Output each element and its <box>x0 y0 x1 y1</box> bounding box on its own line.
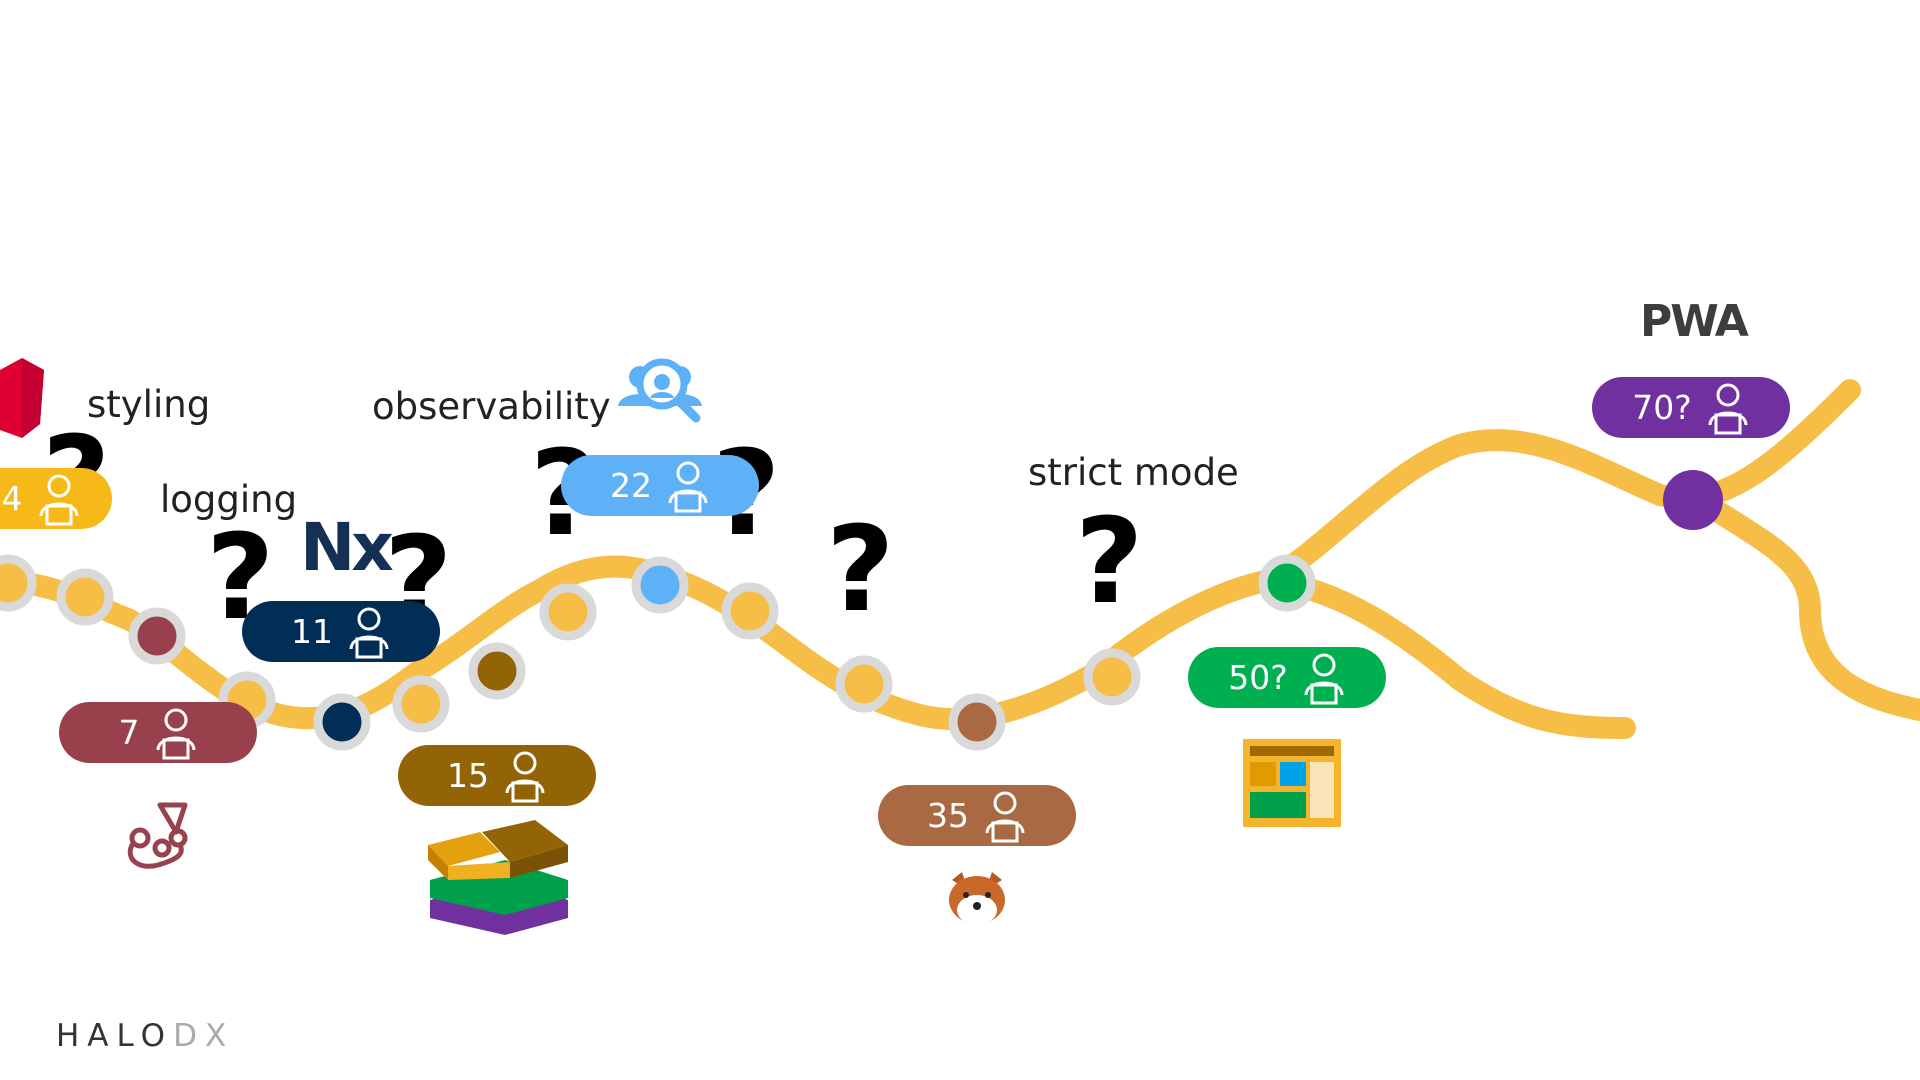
stack-icon <box>428 820 568 935</box>
node-11 <box>313 693 371 751</box>
node-35 <box>948 693 1006 751</box>
node <box>721 582 779 640</box>
milestone-pill-22: 22 <box>561 455 759 516</box>
developer-icon <box>39 474 78 525</box>
brand-dx: DX <box>173 1018 235 1054</box>
brand-logo: HALODX <box>56 1018 234 1054</box>
layout-icon <box>1243 739 1341 827</box>
milestone-pill-50: 50? <box>1188 647 1386 708</box>
nx-icon: Nx <box>300 509 394 586</box>
milestone-count: 70? <box>1632 388 1692 427</box>
jest-icon <box>127 802 188 869</box>
node-70 <box>1663 470 1723 530</box>
node <box>835 655 893 713</box>
topic-strict-mode: strict mode <box>1028 451 1239 494</box>
topic-observability: observability <box>372 385 611 428</box>
milestone-pill-70: 70? <box>1592 377 1790 438</box>
developer-icon <box>1708 383 1748 434</box>
milestone-pill-7: 7 <box>59 702 257 763</box>
angular-icon <box>0 358 44 438</box>
brand-halo: HALO <box>56 1018 174 1054</box>
node <box>56 568 114 626</box>
pwa-icon: PWA <box>1640 296 1749 347</box>
milestone-count: 35 <box>927 796 969 835</box>
milestone-pill-35: 35 <box>878 785 1076 846</box>
roadmap-branch-50 <box>1259 569 1636 739</box>
topic-styling: styling <box>87 383 211 426</box>
roadmap-branch-70 <box>1689 489 1920 721</box>
developer-icon <box>668 461 708 512</box>
developer-icon <box>349 607 389 658</box>
milestone-count: 7 <box>118 713 140 752</box>
node-50 <box>1258 554 1316 612</box>
milestone-pill-4: 4 <box>0 468 112 529</box>
observability-icon <box>618 358 702 423</box>
node <box>392 675 450 733</box>
node-15 <box>468 642 526 700</box>
node-22 <box>631 556 689 614</box>
question-mark-icon: ? <box>1075 492 1144 630</box>
topic-logging: logging <box>160 478 298 521</box>
developer-icon <box>156 708 195 759</box>
milestone-pill-11: 11 <box>242 601 440 662</box>
developer-icon <box>985 791 1025 842</box>
node <box>539 583 597 641</box>
developer-icon <box>1304 653 1344 704</box>
node <box>0 554 37 612</box>
question-mark-icon: ? <box>826 500 895 638</box>
milestone-count: 50? <box>1228 658 1288 697</box>
milestone-count: 11 <box>291 612 333 651</box>
milestone-count: 22 <box>610 466 652 505</box>
milestone-count: 15 <box>447 756 489 795</box>
developer-icon <box>505 751 545 802</box>
roadmap-road <box>0 379 1861 730</box>
milestone-count: 4 <box>1 479 23 518</box>
node <box>1083 648 1141 706</box>
node-7 <box>128 607 186 665</box>
milestone-pill-15: 15 <box>398 745 596 806</box>
akita-icon <box>949 872 1005 925</box>
